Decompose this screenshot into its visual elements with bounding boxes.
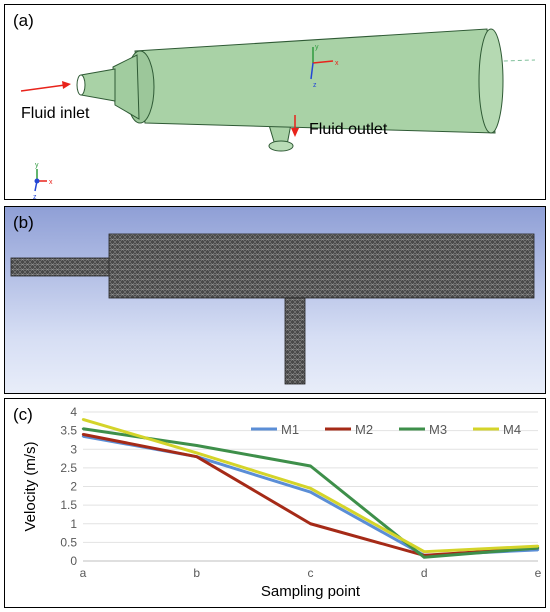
x-tick-label: d <box>421 566 428 580</box>
mesh-panel: (b) <box>4 206 546 394</box>
x-tick-label: e <box>535 566 542 580</box>
local-axis-y: y <box>315 44 319 51</box>
mesh-inlet-pipe <box>10 257 112 277</box>
data-point-m4 <box>536 544 540 548</box>
data-point-m2 <box>81 433 85 436</box>
local-axis-x: x <box>335 60 339 67</box>
data-point-m3 <box>309 464 312 468</box>
data-point-m4 <box>309 487 312 490</box>
data-point-m3 <box>195 444 198 447</box>
legend-label-m3: M3 <box>429 422 447 437</box>
panel-a-label: (a) <box>13 11 34 30</box>
y-tick-label: 2 <box>70 480 77 494</box>
series-line-m2 <box>82 432 539 557</box>
legend-label-m1: M1 <box>281 422 299 437</box>
panel-c-label: (c) <box>13 405 33 424</box>
legend-label-m4: M4 <box>503 422 521 437</box>
y-tick-label: 0 <box>70 554 77 568</box>
y-tick-label: 0.5 <box>60 535 77 549</box>
x-axis-title: Sampling point <box>261 583 361 600</box>
mesh-drawing <box>10 233 535 385</box>
data-point-m1 <box>309 490 312 494</box>
legend-label-m2: M2 <box>355 422 373 437</box>
data-point-m2 <box>195 455 198 458</box>
data-point-m3 <box>423 556 426 559</box>
data-point-m4 <box>81 418 85 421</box>
data-point-m2 <box>309 522 312 525</box>
mesh-main-body <box>108 233 535 299</box>
data-point-m4 <box>423 550 426 553</box>
fluid-outlet-caption: Fluid outlet <box>309 121 388 138</box>
geometry-drawing: y x z y x z <box>20 28 536 200</box>
x-tick-label: c <box>308 566 314 580</box>
x-tick-label: a <box>80 566 87 580</box>
y-tick-label: 3 <box>70 442 77 456</box>
local-axis-z: z <box>313 82 317 89</box>
fluid-inlet-caption: Fluid inlet <box>21 105 90 122</box>
y-tick-label: 1 <box>70 517 77 531</box>
y-tick-label: 4 <box>70 405 77 419</box>
global-axis-z: z <box>33 194 37 200</box>
y-tick-label: 1.5 <box>60 498 77 512</box>
y-tick-label: 3.5 <box>60 424 77 438</box>
panel-b-label: (b) <box>13 213 34 232</box>
global-axis-y: y <box>35 162 39 169</box>
y-axis-title: Velocity (m/s) <box>22 441 39 531</box>
x-tick-label: b <box>193 566 200 580</box>
geometry-panel: (a) y x z y x z Fluid i <box>4 4 546 200</box>
y-tick-label: 2.5 <box>60 461 77 475</box>
global-axis-x: x <box>49 179 53 186</box>
data-point-m4 <box>195 451 198 455</box>
series-line-m4 <box>82 418 539 554</box>
data-point-m3 <box>81 427 85 430</box>
series-line-m1 <box>82 434 539 557</box>
mesh-outlet-pipe <box>284 297 306 385</box>
